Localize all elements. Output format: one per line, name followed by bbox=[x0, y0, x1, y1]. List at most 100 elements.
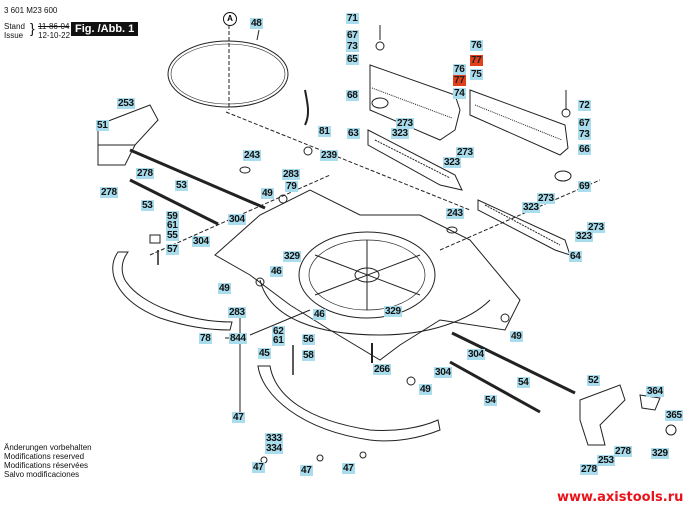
callout-45[interactable]: 45 bbox=[258, 348, 271, 359]
callout-78[interactable]: 78 bbox=[199, 333, 212, 344]
clamp-69 bbox=[554, 170, 572, 182]
callout-49[interactable]: 49 bbox=[510, 331, 523, 342]
callout-304[interactable]: 304 bbox=[228, 214, 246, 225]
callout-61[interactable]: 61 bbox=[166, 220, 179, 231]
callout-62[interactable]: 62 bbox=[272, 326, 285, 337]
callout-68[interactable]: 68 bbox=[346, 90, 359, 101]
callout-273[interactable]: 273 bbox=[587, 222, 605, 233]
callout-333[interactable]: 333 bbox=[265, 433, 283, 444]
scale-45 bbox=[257, 365, 441, 442]
notice-fr: Modifications réservées bbox=[4, 461, 89, 470]
callout-69[interactable]: 69 bbox=[578, 181, 591, 192]
callout-76[interactable]: 76 bbox=[453, 64, 466, 75]
callout-273[interactable]: 273 bbox=[537, 193, 555, 204]
callout-77-highlight[interactable]: 77 bbox=[470, 55, 483, 66]
plate-364 bbox=[639, 394, 661, 411]
callout-52[interactable]: 52 bbox=[587, 375, 600, 386]
callout-47[interactable]: 47 bbox=[252, 462, 265, 473]
callout-323[interactable]: 323 bbox=[522, 202, 540, 213]
notice-es: Salvo modificaciones bbox=[4, 470, 80, 479]
callout-72[interactable]: 72 bbox=[578, 100, 591, 111]
stand-label: Stand bbox=[4, 22, 25, 31]
callout-51[interactable]: 51 bbox=[96, 120, 109, 131]
callout-329[interactable]: 329 bbox=[384, 306, 402, 317]
callout-364[interactable]: 364 bbox=[646, 386, 664, 397]
callout-273[interactable]: 273 bbox=[396, 118, 414, 129]
callout-49[interactable]: 49 bbox=[261, 188, 274, 199]
callout-48[interactable]: 48 bbox=[250, 18, 263, 29]
callout-47[interactable]: 47 bbox=[342, 463, 355, 474]
callout-49[interactable]: 49 bbox=[218, 283, 231, 294]
callout-73[interactable]: 73 bbox=[578, 129, 591, 140]
callout-65[interactable]: 65 bbox=[346, 54, 359, 65]
callout-74[interactable]: 74 bbox=[453, 88, 466, 99]
block-55 bbox=[149, 234, 161, 244]
callout-58[interactable]: 58 bbox=[302, 350, 315, 361]
callout-57[interactable]: 57 bbox=[166, 244, 179, 255]
callout-329[interactable]: 329 bbox=[651, 448, 669, 459]
callout-75[interactable]: 75 bbox=[470, 69, 483, 80]
callout-73[interactable]: 73 bbox=[346, 41, 359, 52]
callout-71[interactable]: 71 bbox=[346, 13, 359, 24]
callout-253[interactable]: 253 bbox=[597, 455, 615, 466]
callout-323[interactable]: 323 bbox=[575, 231, 593, 242]
callout-844[interactable]: 844 bbox=[229, 333, 247, 344]
callout-283[interactable]: 283 bbox=[228, 307, 246, 318]
callout-278[interactable]: 278 bbox=[614, 446, 632, 457]
rod-54-upper bbox=[451, 331, 576, 395]
callout-273[interactable]: 273 bbox=[456, 147, 474, 158]
callout-323[interactable]: 323 bbox=[391, 128, 409, 139]
callout-64[interactable]: 64 bbox=[569, 251, 582, 262]
rod-54-lower bbox=[449, 360, 541, 414]
callout-243[interactable]: 243 bbox=[446, 208, 464, 219]
callout-61[interactable]: 61 bbox=[272, 335, 285, 346]
knob-365 bbox=[665, 424, 677, 436]
callout-239[interactable]: 239 bbox=[320, 150, 338, 161]
callout-278[interactable]: 278 bbox=[100, 187, 118, 198]
insert-64 bbox=[477, 199, 571, 256]
base-body bbox=[214, 189, 521, 361]
callout-79[interactable]: 79 bbox=[285, 181, 298, 192]
callout-266[interactable]: 266 bbox=[373, 364, 391, 375]
callout-55[interactable]: 55 bbox=[166, 230, 179, 241]
callout-67[interactable]: 67 bbox=[578, 118, 591, 129]
callout-53[interactable]: 53 bbox=[175, 180, 188, 191]
callout-46[interactable]: 46 bbox=[313, 309, 326, 320]
callout-47[interactable]: 47 bbox=[232, 412, 245, 423]
callout-81[interactable]: 81 bbox=[318, 126, 331, 137]
callout-54[interactable]: 54 bbox=[484, 395, 497, 406]
callout-63[interactable]: 63 bbox=[347, 128, 360, 139]
callout-253[interactable]: 253 bbox=[117, 98, 135, 109]
callout-67[interactable]: 67 bbox=[346, 30, 359, 41]
callout-66[interactable]: 66 bbox=[578, 144, 591, 155]
insert-63 bbox=[367, 129, 463, 191]
notice-en: Modifications reserved bbox=[4, 452, 85, 461]
callout-323[interactable]: 323 bbox=[443, 157, 461, 168]
callout-76[interactable]: 76 bbox=[470, 40, 483, 51]
notice-de: Änderungen vorbehalten bbox=[4, 443, 92, 452]
callout-334[interactable]: 334 bbox=[265, 443, 283, 454]
issue-label: Issue bbox=[4, 31, 24, 40]
callout-283[interactable]: 283 bbox=[282, 169, 300, 180]
callout-329[interactable]: 329 bbox=[283, 251, 301, 262]
callout-56[interactable]: 56 bbox=[302, 334, 315, 345]
bracket-52 bbox=[579, 384, 626, 446]
issue-date: 12-10-22 bbox=[38, 31, 71, 40]
callout-46[interactable]: 46 bbox=[270, 266, 283, 277]
callout-304[interactable]: 304 bbox=[192, 236, 210, 247]
website-link[interactable]: www.axistools.ru bbox=[557, 490, 684, 505]
callout-278[interactable]: 278 bbox=[136, 168, 154, 179]
callout-49[interactable]: 49 bbox=[419, 384, 432, 395]
callout-53[interactable]: 53 bbox=[141, 200, 154, 211]
fence-66 bbox=[469, 89, 569, 156]
callout-365[interactable]: 365 bbox=[665, 410, 683, 421]
callout-243[interactable]: 243 bbox=[243, 150, 261, 161]
callout-304[interactable]: 304 bbox=[434, 367, 452, 378]
callout-59[interactable]: 59 bbox=[166, 211, 179, 222]
fence-65 bbox=[369, 64, 461, 141]
callout-47[interactable]: 47 bbox=[300, 465, 313, 476]
callout-54[interactable]: 54 bbox=[517, 377, 530, 388]
callout-77-highlight[interactable]: 77 bbox=[453, 75, 466, 86]
callout-278[interactable]: 278 bbox=[580, 464, 598, 475]
callout-304[interactable]: 304 bbox=[467, 349, 485, 360]
